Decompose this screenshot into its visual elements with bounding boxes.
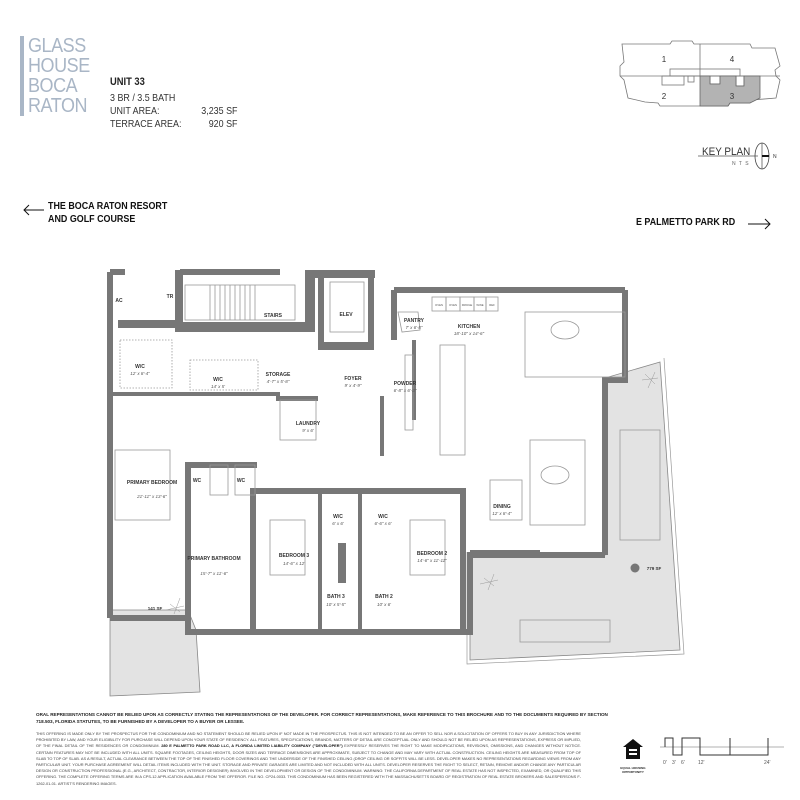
room-powder-dims: 6'-8" x 6'-3" — [394, 388, 417, 393]
terrace-area-value: 920 SF — [208, 118, 238, 130]
room-primary-bathroom-dims: 15'-7" x 11'-6" — [200, 571, 228, 576]
room-storage-dims: 4'-7" x 5'-8" — [267, 379, 290, 384]
room-wc-2: WC — [237, 478, 246, 484]
north-arrow-icon: N — [698, 142, 777, 170]
terrace-small — [109, 609, 201, 697]
room-dining: DINING — [493, 504, 511, 510]
room-stairs: STAIRS — [264, 313, 283, 319]
room-bedroom-2: BEDROOM 2 — [417, 551, 448, 557]
highlighted-unit-shape — [699, 75, 761, 107]
scale-tick-3: 3' — [672, 760, 676, 766]
room-dining-dims: 12' x 8'-4" — [492, 511, 512, 516]
room-powder: POWDER — [394, 381, 417, 387]
terrace-small-area: 141 SF — [148, 606, 163, 611]
room-wic-3: W/C — [333, 514, 343, 520]
key-plan-scale-note: N T S — [732, 161, 750, 167]
key-plan-diagram: 1 4 2 3 — [619, 40, 781, 107]
appliance-oven-2: OVEN — [449, 303, 457, 307]
room-wic-4-dims: 6'-6" x 6' — [374, 521, 391, 526]
direction-left-line1: THE BOCA RATON RESORT — [48, 200, 168, 212]
room-elev: ELEV — [339, 312, 353, 318]
room-ac: AC — [115, 298, 123, 304]
equal-housing-logo: EQUAL HOUSING OPPORTUNITY — [620, 738, 646, 774]
disclaimer-part1: THIS OFFERING IS MADE ONLY BY THE PROSPE… — [36, 731, 581, 749]
scale-tick-24: 24' — [764, 760, 771, 766]
room-kitchen: KITCHEN — [458, 324, 481, 330]
key-plan-unit-4: 4 — [730, 55, 735, 64]
key-plan-unit-2: 2 — [662, 92, 667, 101]
logo-line: BOCA — [28, 75, 78, 97]
terrace-area-row: TERRACE AREA: 920 SF — [110, 118, 238, 131]
room-pantry-dims: 7' x 6'-8" — [405, 325, 422, 330]
equal-housing-line2: OPPORTUNITY — [622, 769, 644, 774]
terrace-large-area: 779 SF — [647, 566, 662, 571]
appliance-fridge: FRIDGE — [462, 303, 473, 307]
appliance-ref: REF — [489, 303, 495, 307]
room-primary-bedroom: PRIMARY BEDROOM — [127, 480, 177, 486]
logo-line: HOUSE — [28, 55, 90, 77]
room-bedroom-2-dims: 14'-6" x 11'-11" — [417, 558, 447, 563]
room-bath-3: BATH 3 — [327, 594, 345, 600]
scale-tick-6: 6' — [681, 760, 685, 766]
key-plan-unit-3: 3 — [730, 92, 735, 101]
room-laundry: LAUNDRY — [296, 421, 321, 427]
room-bath-2: BATH 2 — [375, 594, 393, 600]
unit-area-row: UNIT AREA: 3,235 SF — [110, 105, 238, 118]
room-wic-4: W/C — [378, 514, 388, 520]
disclaimer-bold: ORAL REPRESENTATIONS CANNOT BE RELIED UP… — [36, 712, 608, 724]
logo-line: GLASS — [28, 35, 86, 57]
arrow-right-icon — [748, 218, 771, 230]
palm-icon — [165, 371, 659, 615]
direction-left-line2: AND GOLF COURSE — [48, 213, 136, 225]
scale-tick-0: 0' — [663, 760, 667, 766]
unit-area-label: UNIT AREA: — [110, 105, 160, 117]
unit-area-value: 3,235 SF — [201, 105, 238, 117]
room-bedroom-3-dims: 14'-6" x 12' — [283, 561, 305, 566]
room-storage: STORAGE — [266, 372, 291, 378]
appliance-oven-1: OVEN — [435, 303, 443, 307]
logo-line: RATON — [28, 95, 88, 117]
key-plan-label: KEY PLAN — [702, 146, 751, 158]
room-foyer-dims: 9' x 4'-9" — [344, 383, 361, 388]
room-laundry-dims: 9' x 6' — [302, 428, 314, 433]
direction-right: E PALMETTO PARK RD — [636, 216, 736, 228]
floor-plan: AC TR STAIRS ELEV PANTRY 7' x 6'-8" KITC… — [107, 269, 685, 697]
room-kitchen-dims: 18'-10" x 14'-6" — [454, 331, 485, 336]
equal-housing-line1: EQUAL HOUSING — [620, 766, 646, 770]
arrow-left-icon — [23, 204, 44, 216]
room-wc-1: WC — [193, 478, 202, 484]
scale-tick-12: 12' — [698, 760, 705, 766]
scale-bar: 0' 3' 6' 12' 24' — [660, 737, 784, 766]
key-plan-unit-1: 1 — [662, 55, 667, 64]
disclaimer-body: THIS OFFERING IS MADE ONLY BY THE PROSPE… — [36, 731, 581, 787]
room-wic-2: W/C — [213, 377, 223, 383]
disclaimer-part2: EXPRESSLY RESERVES THE RIGHT TO MAKE MOD… — [36, 743, 581, 786]
room-primary-bathroom: PRIMARY BATHROOM — [187, 556, 240, 562]
room-bath-2-dims: 10' x 6' — [377, 602, 391, 607]
room-wic-3-dims: 6' x 6' — [332, 521, 344, 526]
room-tr: TR — [167, 294, 174, 300]
room-primary-bedroom-dims: 21'-11" x 13'-6" — [136, 494, 167, 499]
appliance-wine: WINE — [476, 303, 483, 307]
disclaimer-developer: 280 E PALMETTO PARK ROAD LLC, A FLORIDA … — [161, 743, 343, 749]
room-foyer: FOYER — [344, 376, 362, 382]
direction-left: THE BOCA RATON RESORT AND GOLF COURSE — [48, 200, 167, 226]
room-wic-2-dims: 14' x 5' — [211, 384, 225, 389]
room-wic-1: W/C — [135, 364, 145, 370]
equal-housing-icon — [623, 739, 643, 759]
bed-bath: 3 BR / 3.5 BATH — [110, 92, 176, 104]
unit-info: 3 BR / 3.5 BATH UNIT AREA: 3,235 SF TERR… — [110, 92, 238, 131]
room-wic-1-dims: 12' x 8'-4" — [130, 371, 150, 376]
brand-logo: GLASS HOUSE BOCA RATON — [20, 36, 104, 116]
planter-icon — [630, 563, 640, 573]
room-bath-3-dims: 10' x 5'-5" — [326, 602, 346, 607]
terrace-area-label: TERRACE AREA: — [110, 118, 182, 130]
room-bedroom-3: BEDROOM 3 — [279, 553, 310, 559]
unit-title: UNIT 33 — [110, 76, 145, 88]
north-label: N — [773, 154, 777, 160]
room-pantry: PANTRY — [404, 318, 425, 324]
